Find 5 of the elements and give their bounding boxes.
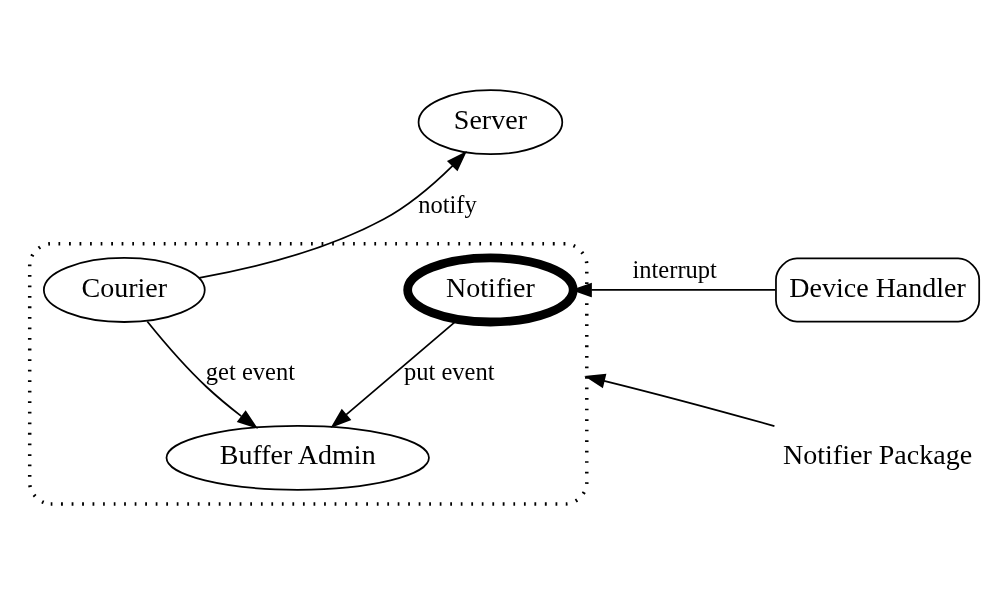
edge-label: interrupt <box>632 256 717 284</box>
edge-label: get event <box>205 358 296 386</box>
edge-label: put event <box>403 358 495 386</box>
node-text: Notifier Package <box>783 439 973 471</box>
edge-label: notify <box>418 190 477 218</box>
